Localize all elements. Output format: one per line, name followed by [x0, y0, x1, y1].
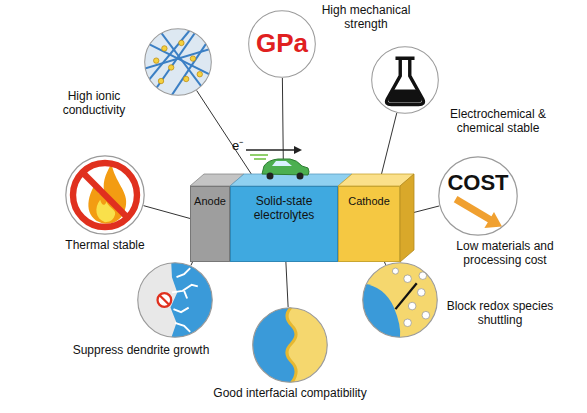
electrolyte-top-face [230, 174, 352, 186]
car-icon [262, 159, 309, 180]
node-label: Solid-state electrolytes [234, 195, 334, 223]
feature-caption: Block redox species shuttling [444, 300, 556, 328]
cathode-side-face [400, 174, 414, 262]
electron-label: e⁻ [232, 136, 243, 154]
feature-circle: Good interfacial compatibility [252, 307, 328, 383]
circle-icon [438, 156, 518, 236]
feature-caption: Thermal stable [45, 239, 165, 253]
circle-icon [137, 262, 213, 338]
battery-layer: Anode [190, 186, 230, 262]
feature-circle: Electrochemical & chemical stable [371, 46, 439, 114]
feature-caption: High ionic conductivity [48, 90, 140, 118]
leader-line [197, 90, 260, 186]
circle-icon [144, 28, 212, 96]
feature-caption: Electrochemical & chemical stable [433, 108, 563, 136]
circle-icon [362, 262, 438, 338]
feature-caption: COST [438, 170, 518, 195]
leader-line [144, 206, 190, 219]
node-label: Cathode [348, 195, 390, 208]
feature-circle: Block redox species shuttling [362, 262, 438, 338]
circle-icon [65, 155, 145, 235]
node-label: GPa [248, 29, 316, 59]
battery-layer: Cathode [338, 186, 400, 262]
feature-caption: High mechanical strength [318, 4, 414, 32]
leader-line [385, 262, 386, 265]
feature-caption: Low materials and processing cost [440, 240, 570, 268]
circle-icon [371, 46, 439, 114]
battery-layer: Solid-state electrolytes [230, 186, 338, 262]
leader-line [191, 262, 193, 265]
circle-icon [252, 307, 328, 383]
feature-circle: GPaHigh mechanical strength [248, 10, 316, 78]
feature-caption: Good interfacial compatibility [180, 387, 400, 401]
electron-arrow [246, 146, 302, 159]
feature-circle: Thermal stable [65, 155, 145, 235]
leader-line [286, 262, 288, 307]
feature-circle: COSTLow materials and processing cost [438, 156, 518, 236]
feature-caption: Suppress dendrite growth [51, 344, 231, 358]
feature-circle: High ionic conductivity [144, 28, 212, 96]
node-label: Anode [194, 195, 226, 208]
feature-circle: Suppress dendrite growth [137, 262, 213, 338]
